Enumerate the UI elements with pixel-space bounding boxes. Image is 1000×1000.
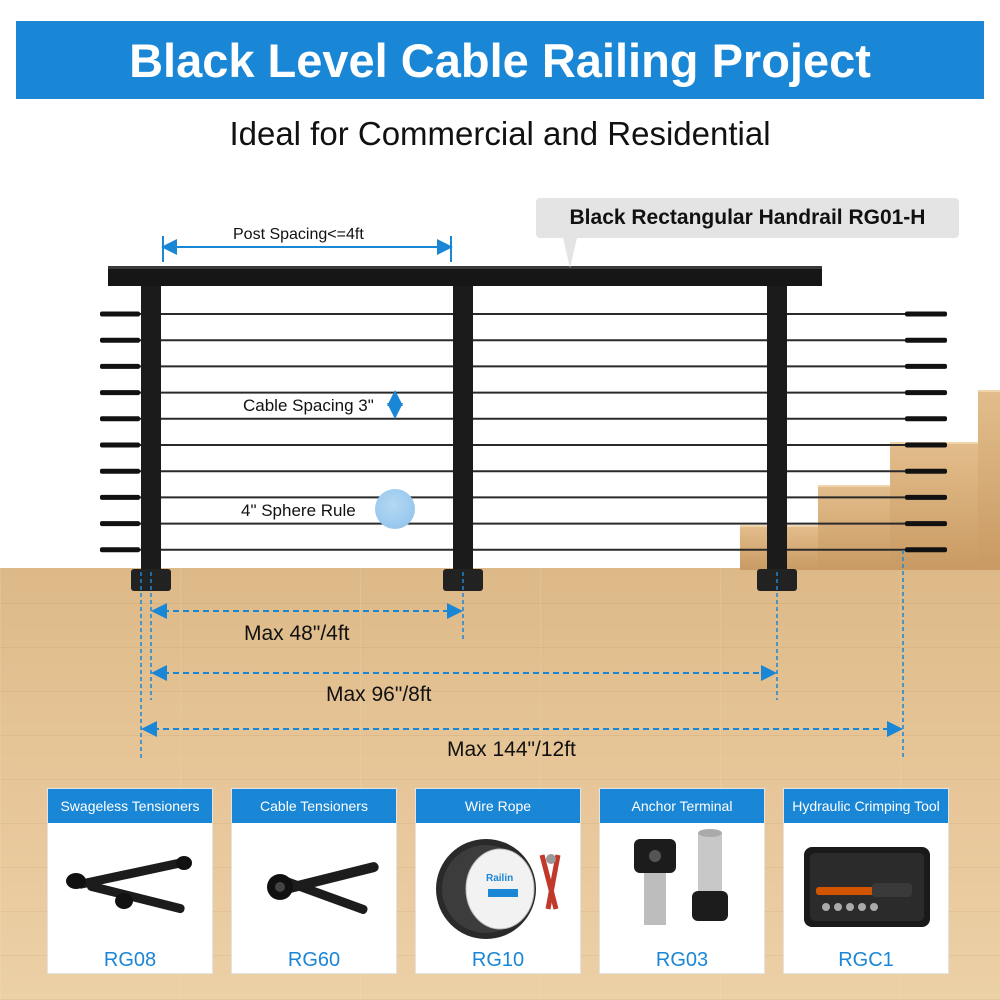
- tensioner-left: [100, 494, 140, 500]
- tensioners-left: [100, 311, 140, 553]
- tensioner-left: [100, 468, 140, 474]
- product-name: Swageless Tensioners: [48, 789, 212, 823]
- anchor-terminal-icon: [634, 829, 728, 925]
- product-card-cable-tensioners: Cable Tensioners RG60: [231, 788, 397, 974]
- cable-lines: [100, 313, 945, 551]
- product-card-anchor-terminal: Anchor Terminal RG03: [599, 788, 765, 974]
- post-right: [767, 284, 787, 572]
- tensioner-left: [100, 547, 140, 553]
- max-48-label: Max 48"/4ft: [244, 622, 350, 645]
- cable-spacing-label: Cable Spacing 3": [243, 396, 374, 415]
- tensioner-left: [100, 337, 140, 343]
- cable-tensioner-icon: [267, 862, 379, 914]
- tensioner-right: [905, 494, 947, 500]
- tensioner-left: [100, 363, 140, 369]
- handrail-callout: Black Rectangular Handrail RG01-H: [536, 198, 959, 238]
- max-96-label: Max 96"/8ft: [326, 683, 432, 706]
- sphere-rule-circle: [375, 489, 415, 529]
- max-144-label: Max 144"/12ft: [447, 738, 576, 761]
- swageless-tensioner-icon: [66, 856, 192, 914]
- tensioner-right: [905, 468, 947, 474]
- tensioner-right: [905, 311, 947, 317]
- post-left: [141, 284, 161, 572]
- post-spacing-label: Post Spacing<=4ft: [233, 226, 364, 243]
- tensioner-left: [100, 311, 140, 317]
- cable-railing-diagram: [100, 236, 947, 760]
- page-subtitle: Ideal for Commercial and Residential: [229, 115, 771, 152]
- tensioner-right: [905, 363, 947, 369]
- product-card-wire-rope: Wire Rope Railin RG10: [415, 788, 581, 974]
- tensioner-left: [100, 442, 140, 448]
- callout-pointer: [563, 238, 577, 268]
- product-code: RG08: [103, 949, 157, 971]
- product-name: Anchor Terminal: [600, 789, 764, 823]
- product-name: Cable Tensioners: [232, 789, 396, 823]
- tensioner-right: [905, 416, 947, 422]
- sphere-rule-label: 4" Sphere Rule: [241, 501, 356, 520]
- product-name: Hydraulic Crimping Tool: [784, 789, 948, 823]
- tensioner-left: [100, 416, 140, 422]
- tensioner-right: [905, 521, 947, 527]
- product-code: RG60: [287, 949, 341, 971]
- post-middle: [453, 284, 473, 572]
- product-code: RG03: [655, 949, 709, 971]
- stair-step: [978, 390, 1000, 570]
- tensioner-right: [905, 442, 947, 448]
- product-code: RGC1: [838, 949, 894, 971]
- handrail: [108, 266, 822, 286]
- product-name: Wire Rope: [416, 789, 580, 823]
- tensioners-right: [905, 311, 947, 553]
- title-banner: Black Level Cable Railing Project: [16, 21, 984, 99]
- spool-brand-label: Railin: [486, 873, 513, 884]
- wire-rope-spool-icon: Railin: [436, 839, 561, 939]
- tensioner-left: [100, 390, 140, 396]
- crimping-tool-case-icon: [804, 847, 930, 927]
- product-card-hydraulic-crimping-tool: Hydraulic Crimping Tool RGC1: [783, 788, 949, 974]
- tensioner-right: [905, 547, 947, 553]
- product-card-swageless-tensioners: Swageless Tensioners RG08: [47, 788, 213, 974]
- tensioner-left: [100, 521, 140, 527]
- page-title: Black Level Cable Railing Project: [129, 33, 871, 87]
- product-code: RG10: [471, 949, 525, 971]
- tensioner-right: [905, 390, 947, 396]
- tensioner-right: [905, 337, 947, 343]
